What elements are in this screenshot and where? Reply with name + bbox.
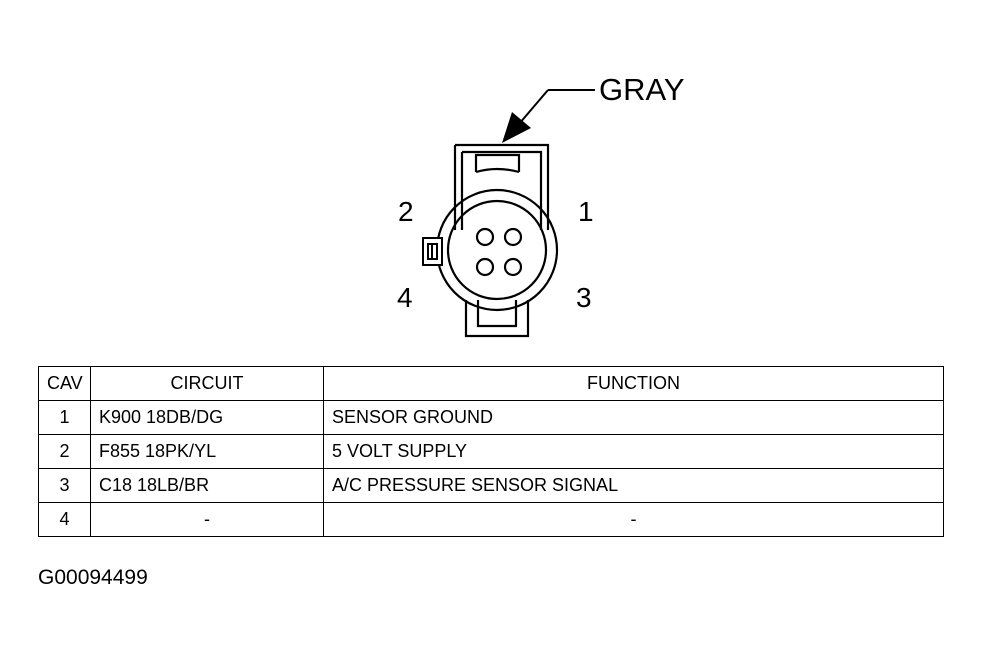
table-row: 1 K900 18DB/DG SENSOR GROUND [38,400,944,435]
cell-circuit: K900 18DB/DG [90,400,324,435]
cell-cav: 2 [38,434,91,469]
cell-function: - [323,502,944,537]
table-row: 3 C18 18LB/BR A/C PRESSURE SENSOR SIGNAL [38,468,944,503]
cell-cav: 1 [38,400,91,435]
color-label: GRAY [599,72,685,107]
cell-cav: 3 [38,468,91,503]
connector-diagram: GRAY 1 2 3 4 [397,72,685,338]
header-circuit: CIRCUIT [90,366,324,401]
pinout-table: CAV CIRCUIT FUNCTION 1 K900 18DB/DG SENS… [38,366,944,537]
cell-function: 5 VOLT SUPPLY [323,434,944,469]
pin-label-4: 4 [397,282,413,313]
connector-body [435,143,559,338]
cell-circuit: F855 18PK/YL [90,434,324,469]
cavity-3 [503,257,523,277]
pin-cavities [475,227,523,277]
cell-circuit: - [90,502,324,537]
cavity-2 [475,227,495,247]
cell-cav: 4 [38,502,91,537]
cell-function: A/C PRESSURE SENSOR SIGNAL [323,468,944,503]
cavity-4 [475,257,495,277]
pin-label-1: 1 [578,196,594,227]
callout-arrow-icon [502,112,531,143]
table-row: 2 F855 18PK/YL 5 VOLT SUPPLY [38,434,944,469]
pin-label-3: 3 [576,282,592,313]
cell-circuit: C18 18LB/BR [90,468,324,503]
header-function: FUNCTION [323,366,944,401]
cell-function: SENSOR GROUND [323,400,944,435]
pin-label-2: 2 [398,196,414,227]
header-cav: CAV [38,366,91,401]
cavity-1 [503,227,523,247]
table-row: 4 - - [38,502,944,537]
figure-id: G00094499 [38,566,148,589]
table-header-row: CAV CIRCUIT FUNCTION [38,366,944,401]
connector-latch [422,237,443,266]
color-callout-leader [518,89,595,125]
